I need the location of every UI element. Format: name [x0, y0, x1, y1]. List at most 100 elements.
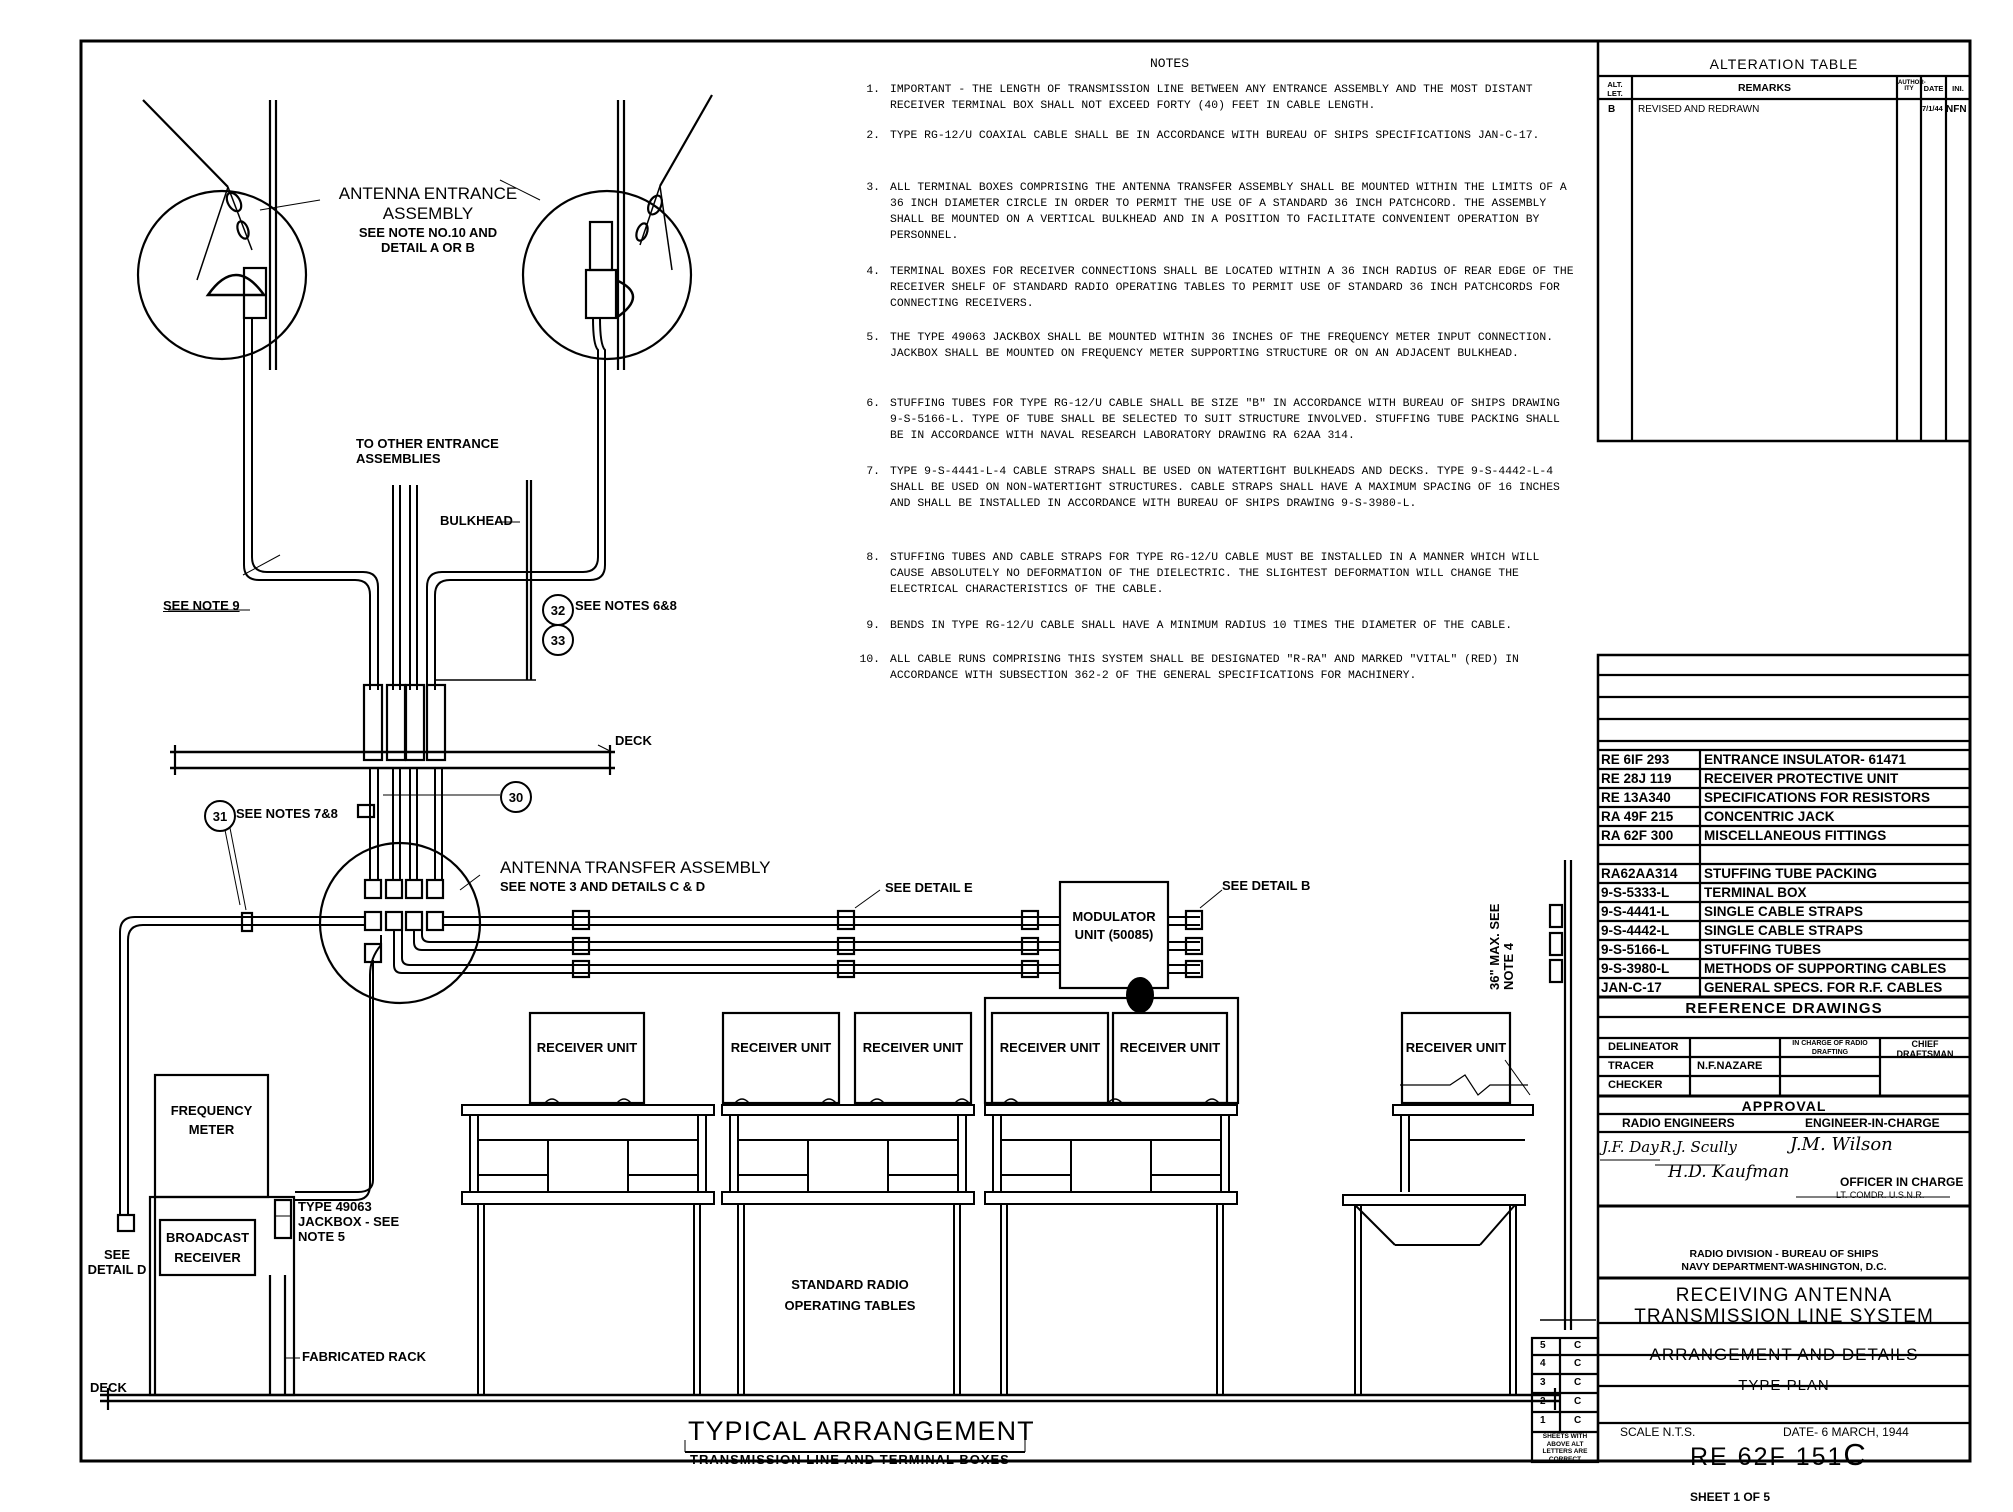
- see-detail-d-label: SEE DETAIL D: [87, 1247, 147, 1277]
- receiver-unit: RECEIVER UNIT: [536, 1040, 638, 1056]
- officer-rank: LT. COMDR. U.S.N.R.: [1836, 1190, 1925, 1200]
- radio-engineers-label: RADIO ENGINEERS: [1622, 1116, 1735, 1130]
- sheet-rev-letter: C: [1574, 1415, 1582, 1426]
- see-detail-e-label: SEE DETAIL E: [885, 880, 973, 895]
- typical-arrangement-title: TYPICAL ARRANGEMENT: [688, 1416, 1035, 1446]
- drawing-revision-letter: C: [1843, 1437, 1868, 1472]
- alt-remarks: REVISED AND REDRAWN: [1638, 104, 1760, 115]
- drawing-subtitle: ARRANGEMENT AND DETAILS: [1649, 1345, 1919, 1364]
- fabricated-rack-label: FABRICATED RACK: [302, 1349, 426, 1364]
- ref-code: 9-S-3980-L: [1601, 961, 1670, 976]
- ref-code: 9-S-5166-L: [1601, 942, 1670, 957]
- ref-desc: SPECIFICATIONS FOR RESISTORS: [1704, 790, 1931, 805]
- typical-arrangement-subtitle: TRANSMISSION LINE AND TERMINAL BOXES: [690, 1452, 1010, 1467]
- drawing-type: TYPE PLAN: [1738, 1377, 1830, 1394]
- to-other-entrance-label: TO OTHER ENTRANCE ASSEMBLIES: [356, 436, 499, 466]
- alt-let-header: ALT. LET.: [1607, 80, 1623, 98]
- alt-letter: B: [1608, 104, 1616, 115]
- receiver-unit: RECEIVER UNIT: [730, 1040, 832, 1056]
- sheet-rev-number: 3: [1540, 1377, 1546, 1388]
- receiver-unit: RECEIVER UNIT: [1119, 1040, 1221, 1056]
- sheet-rev-letter: C: [1574, 1396, 1582, 1407]
- ref-code: 9-S-4442-L: [1601, 923, 1670, 938]
- ref-desc: SINGLE CABLE STRAPS: [1704, 923, 1864, 938]
- sheet-rev-number: 5: [1540, 1340, 1546, 1351]
- receiver-unit: RECEIVER UNIT: [862, 1040, 964, 1056]
- deck-label-bottom: DECK: [90, 1380, 127, 1395]
- chief-draftsman-label: CHIEF DRAFTSMAN: [1896, 1039, 1954, 1059]
- checker-label: CHECKER: [1608, 1079, 1663, 1091]
- alt-initials: NFN: [1946, 104, 1967, 115]
- transfer-assembly-note: SEE NOTE 3 AND DETAILS C & D: [500, 879, 706, 894]
- ref-code: RA 49F 215: [1601, 809, 1674, 824]
- modulator-unit: MODULATOR UNIT (50085): [1072, 908, 1156, 942]
- officer-in-charge-label: OFFICER IN CHARGE: [1840, 1175, 1964, 1189]
- sheet-rev-number: 1: [1540, 1415, 1546, 1426]
- antenna-entrance-label: ANTENNA ENTRANCE ASSEMBLY: [338, 184, 518, 223]
- ref-code: RE 13A340: [1601, 790, 1671, 805]
- deck-label: DECK: [615, 733, 652, 748]
- ref-desc: METHODS OF SUPPORTING CABLES: [1704, 961, 1947, 976]
- alteration-table-title: ALTERATION TABLE: [1709, 56, 1859, 72]
- receiver-unit: RECEIVER UNIT: [999, 1040, 1101, 1056]
- tracer-label: TRACER: [1608, 1060, 1654, 1072]
- see-notes-6-8-label: SEE NOTES 6&8: [575, 598, 677, 613]
- see-note-9-label: SEE NOTE 9: [163, 598, 240, 613]
- in-charge-drafting-label: IN CHARGE OF RADIO DRAFTING: [1792, 1040, 1868, 1056]
- division-label: RADIO DIVISION - BUREAU OF SHIPS: [1689, 1248, 1879, 1260]
- broadcast-receiver: BROADCAST RECEIVER: [165, 1230, 250, 1265]
- jackbox-label: TYPE 49063 JACKBOX - SEE NOTE 5: [298, 1199, 400, 1244]
- callout-32: 32: [542, 594, 574, 626]
- reference-drawings-title: REFERENCE DRAWINGS: [1685, 1000, 1883, 1017]
- signature-radio-engineer-1: J.F. Day: [1602, 1138, 1659, 1156]
- date-header: DATE: [1923, 84, 1944, 93]
- signature-officer-in-charge: H.D. Kaufman: [1668, 1162, 1790, 1182]
- alt-date: 7/1/44: [1922, 104, 1943, 113]
- sheet-rev-letter: C: [1574, 1377, 1582, 1388]
- ref-desc: STUFFING TUBES: [1704, 942, 1821, 957]
- ref-code: RA 62F 300: [1601, 828, 1674, 843]
- sheet-rev-letter: C: [1574, 1340, 1582, 1351]
- ref-desc: TERMINAL BOX: [1704, 885, 1807, 900]
- ref-desc: CONCENTRIC JACK: [1704, 809, 1835, 824]
- remarks-header: REMARKS: [1737, 82, 1792, 94]
- scale-label: SCALE N.T.S.: [1620, 1425, 1696, 1439]
- sheet-number: SHEET 1 OF 5: [1690, 1490, 1771, 1504]
- signature-radio-engineer-2: R.J. Scully: [1660, 1138, 1737, 1156]
- callout-33: 33: [542, 624, 574, 656]
- authority-header: AUTHOR-ITY: [1898, 80, 1926, 92]
- sheet-rev-number: 4: [1540, 1358, 1546, 1369]
- ref-desc: MISCELLANEOUS FITTINGS: [1704, 828, 1887, 843]
- callout-31: 31: [204, 800, 236, 832]
- callout-30: 30: [500, 781, 532, 813]
- ref-code: 9-S-5333-L: [1601, 885, 1670, 900]
- see-notes-7-8-label: SEE NOTES 7&8: [236, 806, 338, 821]
- drawing-title-line2: TRANSMISSION LINE SYSTEM: [1634, 1306, 1934, 1327]
- ref-desc: STUFFING TUBE PACKING: [1704, 866, 1877, 881]
- sheet-rev-letter: C: [1574, 1358, 1582, 1369]
- max-36-note: 36" MAX. SEE NOTE 4: [1487, 903, 1517, 990]
- notes-title: NOTES: [1150, 56, 1190, 71]
- ref-code: 9-S-4441-L: [1601, 904, 1670, 919]
- approval-title: APPROVAL: [1741, 1098, 1827, 1114]
- engineer-in-charge-label: ENGINEER-IN-CHARGE: [1805, 1116, 1940, 1130]
- ref-desc: GENERAL SPECS. FOR R.F. CABLES: [1704, 980, 1943, 995]
- tracer-name: N.F.NAZARE: [1697, 1060, 1763, 1072]
- ref-code: RA62AA314: [1601, 866, 1678, 881]
- drawing-title-line1: RECEIVING ANTENNA: [1675, 1285, 1893, 1306]
- antenna-entrance-note: SEE NOTE NO.10 AND DETAIL A OR B: [358, 225, 498, 255]
- bulkhead-label: BULKHEAD: [440, 513, 513, 528]
- ref-desc: ENTRANCE INSULATOR- 61471: [1704, 752, 1907, 767]
- ref-code: JAN-C-17: [1601, 980, 1662, 995]
- antenna-transfer-assembly-label: ANTENNA TRANSFER ASSEMBLY: [500, 858, 771, 877]
- frequency-meter: FREQUENCY METER: [170, 1102, 253, 1138]
- date-label: DATE- 6 MARCH, 1944: [1783, 1425, 1909, 1439]
- department-label: NAVY DEPARTMENT-WASHINGTON, D.C.: [1681, 1261, 1887, 1273]
- delineator-label: DELINEATOR: [1608, 1041, 1679, 1053]
- initials-header: INI.: [1952, 84, 1964, 93]
- sheet-rev-number: 2: [1540, 1396, 1546, 1407]
- drawing-number: RE 62F 151C: [1690, 1437, 1868, 1472]
- ref-desc: RECEIVER PROTECTIVE UNIT: [1704, 771, 1899, 786]
- ref-code: RE 28J 119: [1601, 771, 1672, 786]
